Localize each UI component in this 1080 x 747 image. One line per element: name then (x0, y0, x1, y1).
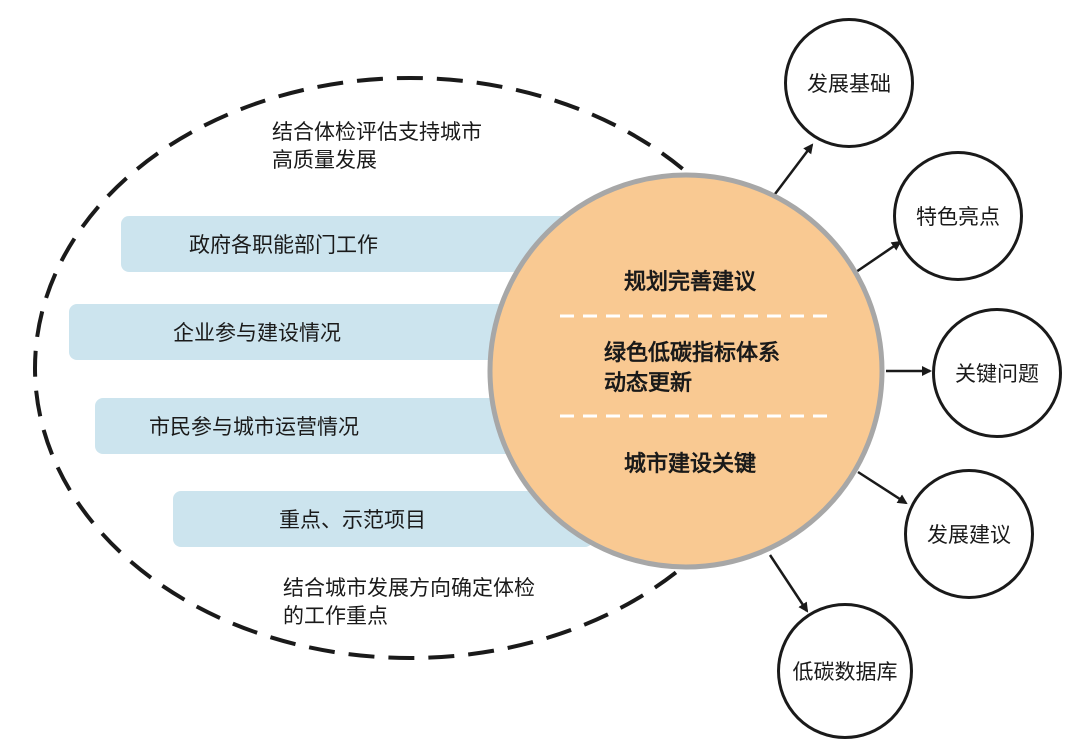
center-section-line: 动态更新 (604, 371, 693, 396)
input-bar-government: 政府各职能部门工作 (121, 216, 591, 272)
ellipse-bottom-note: 结合城市发展方向确定体检 的工作重点 (283, 576, 535, 628)
arrow-to-fazhan-jichu (771, 143, 814, 199)
input-bar-label: 市民参与城市运营情况 (149, 415, 359, 439)
arrow-to-tese-liangdian (855, 240, 902, 274)
output-node-guanjian-wenti: 关键问题 (932, 308, 1062, 438)
output-node-label: 发展建议 (927, 523, 1011, 547)
center-section-line: 城市建设关键 (624, 452, 757, 477)
output-node-fazhan-jianyi: 发展建议 (904, 469, 1034, 599)
center-section-line: 绿色低碳指标体系 (604, 341, 781, 366)
center-section-low-carbon-index: 绿色低碳指标体系 动态更新 (604, 339, 780, 399)
output-node-label: 低碳数据库 (792, 660, 898, 684)
ellipse-top-note: 结合体检评估支持城市 高质量发展 (272, 120, 482, 172)
arrow-to-fazhan-jianyi (857, 470, 908, 505)
center-section-plan-suggestions: 规划完善建议 (624, 268, 756, 298)
arrow-to-ditan-shujuku (768, 554, 809, 613)
input-bar-label: 企业参与建设情况 (173, 321, 341, 345)
input-bar-key-projects: 重点、示范项目 (173, 491, 593, 547)
center-circle (487, 172, 885, 570)
output-node-label: 关键问题 (955, 362, 1039, 386)
input-bar-label: 政府各职能部门工作 (189, 233, 378, 257)
input-bar-label: 重点、示范项目 (279, 508, 426, 532)
output-node-label: 发展基础 (807, 72, 891, 96)
output-node-label: 特色亮点 (916, 205, 1000, 229)
center-section-line: 规划完善建议 (624, 270, 757, 295)
output-node-ditan-shujuku: 低碳数据库 (777, 603, 913, 739)
output-node-tese-liangdian: 特色亮点 (893, 151, 1023, 281)
output-node-fazhan-jichu: 发展基础 (784, 18, 914, 148)
center-section-construction-key: 城市建设关键 (624, 450, 756, 480)
